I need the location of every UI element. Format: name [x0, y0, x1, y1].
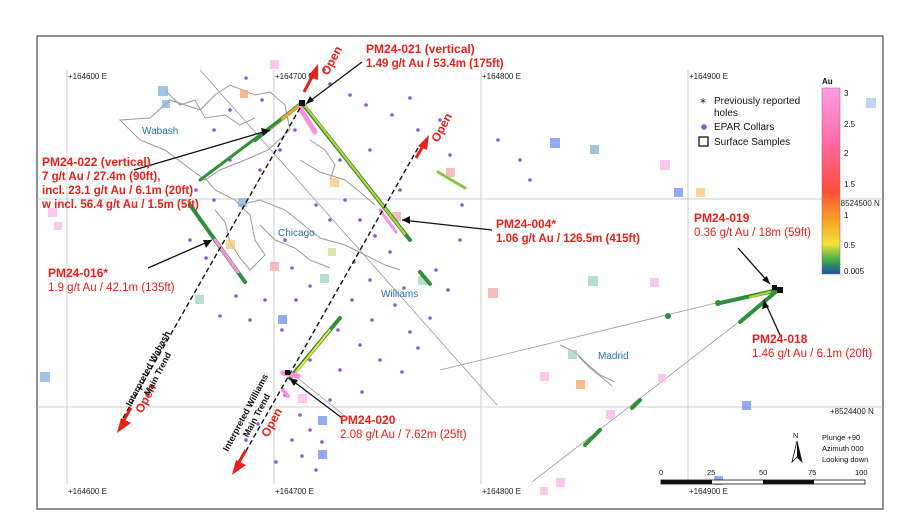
- legend-label-samples: Surface Samples: [714, 137, 790, 148]
- scale-tick-50: 50: [759, 468, 767, 477]
- colorbar-tick-2: 2: [844, 149, 849, 158]
- callout-arrowheads: [203, 96, 770, 386]
- place-label-williams: Williams: [381, 289, 418, 300]
- callout-pm24-019-title: PM24-019: [694, 211, 750, 225]
- place-label-wabash: Wabash: [142, 126, 178, 137]
- scale-tick-75: 75: [808, 468, 816, 477]
- grid-label-e-600-bottom: +164600 E: [68, 487, 107, 496]
- north-label: N: [793, 431, 798, 440]
- callout-pm24-004: PM24-004* 1.06 g/t Au / 126.5m (415ft): [496, 217, 640, 245]
- callout-pm24-016-title: PM24-016*: [48, 266, 108, 280]
- map-frame: [36, 35, 884, 510]
- grid-label-e-800-top: +164800 E: [482, 72, 521, 81]
- callout-pm24-018-title: PM24-018: [752, 332, 808, 346]
- colorbar-title: Au: [822, 77, 833, 86]
- colorbar-tick-2-5: 2.5: [844, 120, 856, 129]
- place-label-madrid: Madrid: [598, 351, 629, 362]
- grid-label-e-700-bottom: +164700 E: [275, 487, 314, 496]
- callout-pm24-018: PM24-018 1.46 g/t Au / 6.1m (20ft): [752, 332, 872, 360]
- legend: * Previously reported holes EPAR Collars…: [698, 96, 800, 148]
- colorbar-tick-1-5: 1.5: [844, 180, 856, 189]
- callout-pm24-021: PM24-021 (vertical) 1.49 g/t Au / 53.4m …: [366, 42, 504, 70]
- callout-pm24-020-title: PM24-020: [340, 413, 396, 427]
- orientation-azimuth: Azimuth 000: [822, 444, 864, 453]
- grid-label-n-500: +8524500 N: [836, 199, 880, 208]
- collar-pm24-018: [777, 287, 783, 293]
- view-orientation: Plunge +90 Azimuth 000 Looking down: [822, 433, 868, 464]
- scale-tick-100: 100: [855, 468, 868, 477]
- callout-pm24-020: PM24-020 2.08 g/t Au / 7.62m (25ft): [340, 413, 467, 441]
- callout-pm24-022: PM24-022 (vertical) 7 g/t Au / 27.4m (90…: [41, 155, 199, 211]
- colorbar-tick-0-5: 0.5: [844, 241, 856, 250]
- callout-pm24-021-line1: 1.49 g/t Au / 53.4m (175ft): [366, 58, 504, 70]
- grid-label-e-600-top: +164600 E: [68, 72, 107, 81]
- grid-label-e-700-top: +164700 E: [275, 72, 314, 81]
- trend-lines: [122, 107, 419, 459]
- callout-pm24-019-line1: 0.36 g/t Au / 18m (59ft): [694, 227, 811, 239]
- legend-label-previous: Previously reported: [714, 96, 800, 107]
- callout-pm24-022-line2: incl. 23.1 g/t Au / 6.1m (20ft): [42, 185, 193, 197]
- callout-pm24-022-line1: 7 g/t Au / 27.4m (90ft),: [42, 171, 160, 183]
- collar-pm24-019: [772, 285, 777, 290]
- grid-label-n-400: +8524400 N: [830, 407, 874, 416]
- legend-label-collars: EPAR Collars: [714, 122, 774, 133]
- grid-label-e-900-bottom: +164900 E: [689, 487, 728, 496]
- callout-pm24-018-line1: 1.46 g/t Au / 6.1m (20ft): [752, 348, 872, 360]
- grid-label-e-900-top: +164900 E: [689, 72, 728, 81]
- callout-pm24-016: PM24-016* 1.9 g/t Au / 42.1m (135ft): [48, 266, 175, 294]
- scale-tick-25: 25: [707, 468, 715, 477]
- colorbar-tick-0-005: 0.005: [844, 267, 865, 276]
- scale-tick-0: 0: [659, 468, 663, 477]
- callout-pm24-019: PM24-019 0.36 g/t Au / 18m (59ft): [694, 211, 811, 239]
- place-label-chicago: Chicago: [278, 228, 315, 239]
- colorbar-tick-3: 3: [844, 89, 849, 98]
- callout-pm24-016-line1: 1.9 g/t Au / 42.1m (135ft): [48, 282, 175, 294]
- callout-pm24-004-line1: 1.06 g/t Au / 126.5m (415ft): [496, 233, 640, 245]
- callout-pm24-004-title: PM24-004*: [496, 217, 556, 231]
- north-arrow: N: [791, 431, 803, 464]
- scale-bar: 0 25 50 75 100: [659, 468, 868, 485]
- sample-square-icon: [698, 136, 709, 147]
- legend-label-previous-line2: holes: [714, 108, 738, 119]
- callout-pm24-022-line3: w incl. 56.4 g/t Au / 1.5m (5ft): [41, 199, 199, 211]
- star-icon: *: [700, 96, 706, 110]
- colorbar-ramp: [821, 87, 841, 275]
- orientation-looking: Looking down: [822, 455, 868, 464]
- callout-pm24-022-title: PM24-022 (vertical): [42, 155, 151, 169]
- colorbar-tick-1: 1: [844, 211, 849, 220]
- mine-workings: [118, 84, 616, 387]
- collar-pm24-021: [299, 100, 305, 106]
- collar-dot-icon: [701, 124, 707, 130]
- callout-pm24-020-line1: 2.08 g/t Au / 7.62m (25ft): [340, 429, 467, 441]
- grid-label-e-800-bottom: +164800 E: [482, 487, 521, 496]
- callout-pm24-021-title: PM24-021 (vertical): [366, 42, 475, 56]
- au-colorbar: Au 3 2.5 2 1.5 1 0.5 0.005: [821, 77, 865, 276]
- open-arrows: [117, 64, 429, 475]
- collar-pm24-020: [285, 370, 290, 375]
- orientation-plunge: Plunge +90: [822, 433, 860, 442]
